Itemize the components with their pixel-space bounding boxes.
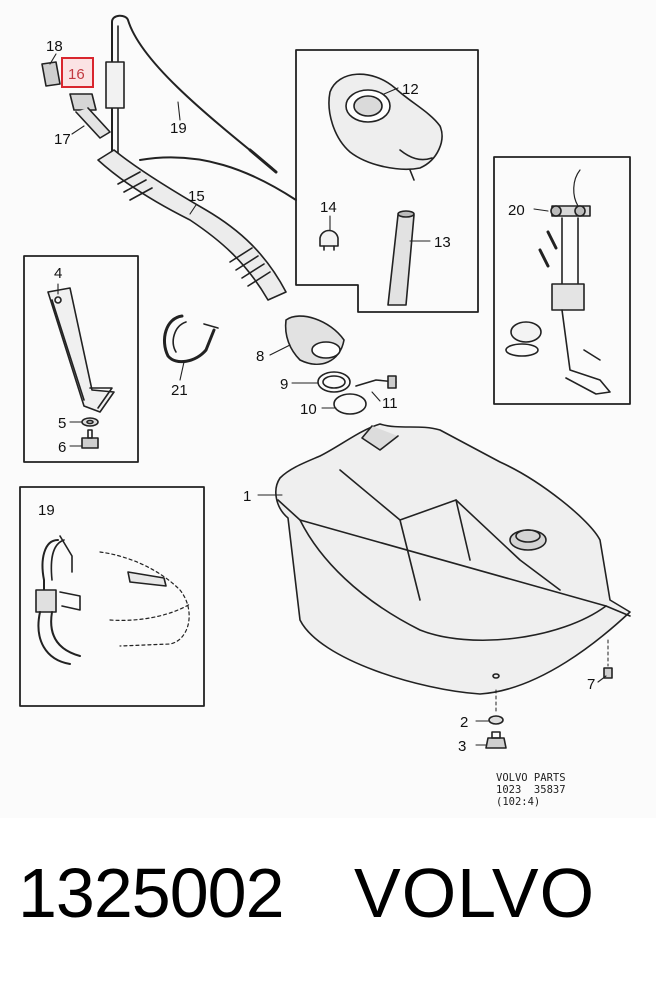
callout-16: 16 (68, 66, 85, 83)
callout-17: 17 (54, 131, 71, 148)
exploded-view-drawing: 1 2 3 4 5 6 7 8 9 10 11 12 13 14 15 17 1… (19, 14, 631, 808)
footer-line-1: VOLVO PARTS (496, 772, 566, 784)
strap-part-21 (163, 314, 219, 364)
drain-plug-part-3 (485, 731, 507, 749)
clamp-parts-10-11 (333, 375, 397, 415)
callout-18: 18 (46, 38, 63, 55)
bracket-part-4 (47, 287, 115, 413)
part-number-caption: 1325002 (18, 854, 285, 932)
bracket-inset-frame (23, 255, 139, 463)
callout-20: 20 (508, 202, 525, 219)
footer-line-2: 1023 35837 (496, 784, 566, 796)
screw-part-7 (603, 639, 613, 679)
fuel-sender-part-20 (505, 169, 611, 395)
sender-inset-frame (493, 156, 631, 405)
breather-detail (35, 535, 191, 665)
callout-5: 5 (58, 415, 66, 432)
tube-part-13 (387, 210, 415, 306)
clip-part-14 (319, 229, 339, 251)
drain-washer-part-2 (488, 715, 504, 725)
callout-9: 9 (280, 376, 288, 393)
fuel-tank-part-1 (275, 423, 631, 713)
callout-11: 11 (382, 395, 398, 412)
callout-12: 12 (402, 81, 419, 98)
bolt-part-6 (81, 429, 99, 449)
sleeve-part-8 (284, 315, 345, 365)
callout-4: 4 (54, 265, 62, 282)
breather-hose-part-19 (105, 14, 278, 174)
footer-line-3: (102:4) (496, 796, 540, 808)
callout-14: 14 (320, 199, 337, 216)
callouts: 1 2 3 4 5 6 7 8 9 10 11 12 13 14 15 17 1… (38, 38, 595, 755)
parts-diagram: 1 2 3 4 5 6 7 8 9 10 11 12 13 14 15 17 1… (19, 14, 631, 808)
leader-lines (49, 53, 607, 746)
diagram-footer: VOLVO PARTS 1023 35837 (102:4) (496, 772, 566, 808)
ring-part-9 (317, 371, 351, 393)
callout-inset-19: 19 (38, 502, 55, 519)
callout-21: 21 (171, 382, 188, 399)
callout-19: 19 (170, 120, 187, 137)
callout-10: 10 (300, 401, 317, 418)
washer-part-5 (81, 417, 99, 427)
callout-2: 2 (460, 714, 468, 731)
callout-1: 1 (243, 488, 251, 505)
callout-13: 13 (434, 234, 451, 251)
callout-7: 7 (587, 676, 595, 693)
brand-caption: VOLVO (354, 854, 596, 932)
hose-part-15 (97, 149, 297, 301)
filler-seal-part-12 (328, 73, 443, 181)
callout-3: 3 (458, 738, 466, 755)
highlighted-callout-16: 16 (61, 57, 94, 88)
callout-15: 15 (188, 188, 205, 205)
callout-6: 6 (58, 439, 66, 456)
filler-neck-inset-frame (295, 49, 479, 313)
callout-8: 8 (256, 348, 264, 365)
breather-inset-frame (19, 486, 205, 707)
